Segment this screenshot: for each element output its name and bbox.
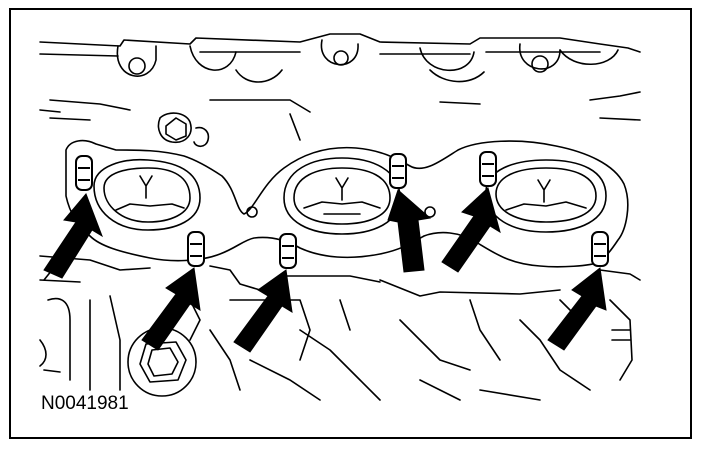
top-bosses: [116, 39, 619, 83]
head-top-rail: [39, 33, 641, 53]
exhaust-port-1: [93, 158, 201, 231]
exhaust-port-3: [485, 159, 607, 233]
studs: [75, 151, 609, 269]
arrow-4: [387, 189, 432, 273]
left-stud-nut: [165, 117, 187, 141]
arrow-3: [233, 269, 293, 353]
flange-hole-1: [246, 206, 258, 218]
left-stud-ring: [193, 126, 210, 148]
stud-3: [279, 233, 297, 269]
callout-arrows: [43, 187, 607, 353]
head-top-rail-inner: [39, 51, 601, 57]
arrow-1: [43, 193, 103, 279]
arrow-2: [141, 267, 201, 351]
edge-details: [39, 269, 631, 373]
flange-hole-2: [424, 206, 436, 218]
stud-5: [479, 151, 497, 187]
stud-1: [75, 155, 93, 191]
stud-6: [591, 231, 609, 267]
arrow-5: [441, 187, 501, 273]
arrow-6: [547, 267, 607, 351]
exhaust-port-2: [283, 157, 401, 235]
left-stud-boss: [157, 112, 192, 144]
manifold-flange-outline: [65, 139, 629, 268]
lower-block-detail: [39, 255, 641, 401]
head-mid-detail: [39, 91, 641, 141]
figure-id-label: N0041981: [41, 393, 129, 414]
stud-4: [389, 153, 407, 189]
stud-2: [187, 231, 205, 267]
